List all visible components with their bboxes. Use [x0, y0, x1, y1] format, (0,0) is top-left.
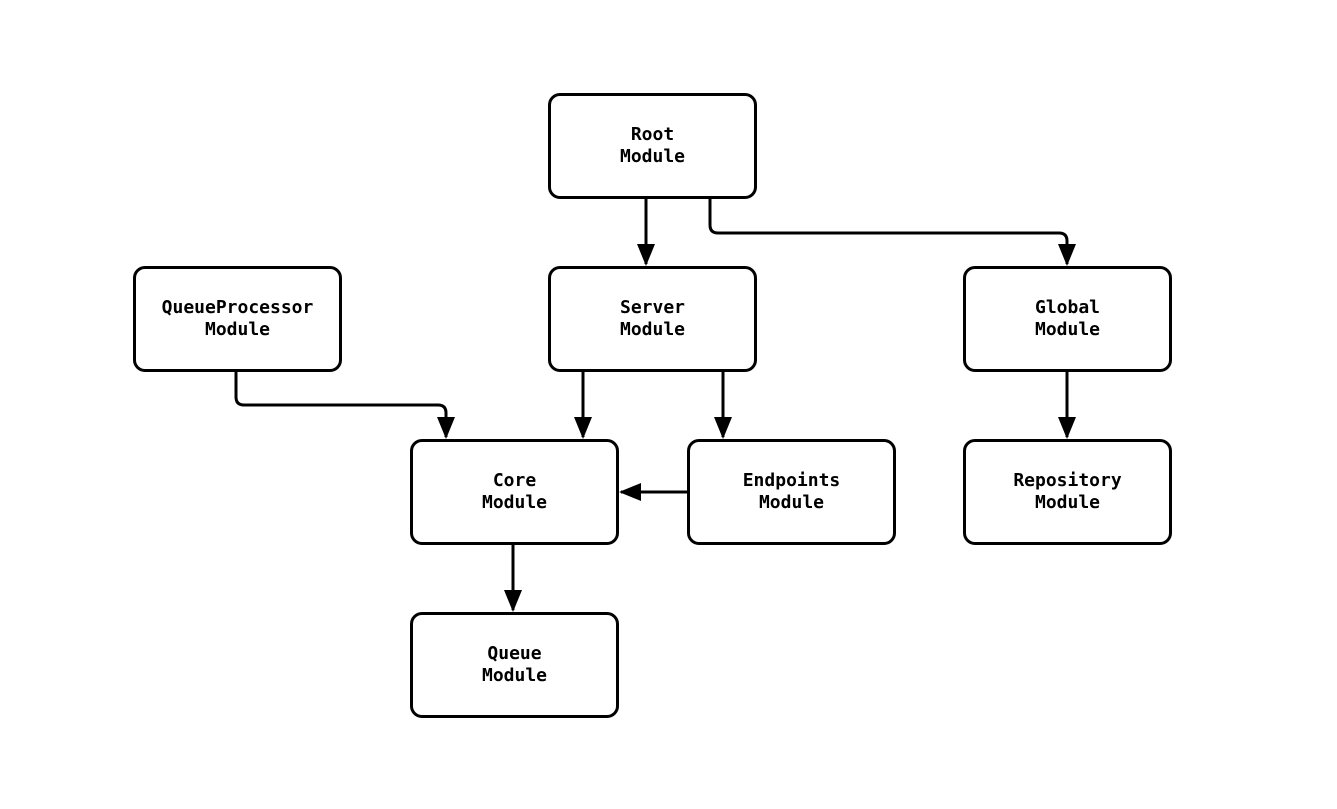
node-queueprocessor-module-label: QueueProcessor Module [161, 297, 314, 340]
node-endpoints-module-label: Endpoints Module [742, 470, 841, 513]
node-queue-module: Queue Module [410, 612, 619, 718]
node-root-module-label: Root Module [619, 124, 686, 167]
node-server-module-label: Server Module [619, 297, 686, 340]
node-repository-module: Repository Module [963, 439, 1172, 545]
node-endpoints-module: Endpoints Module [687, 439, 896, 545]
node-core-module-label: Core Module [481, 470, 548, 513]
node-queue-module-label: Queue Module [481, 643, 548, 686]
edge-root-to-global [708, 199, 1076, 266]
node-global-module-label: Global Module [1034, 297, 1101, 340]
node-repository-module-label: Repository Module [1013, 470, 1122, 513]
node-queueprocessor-module: QueueProcessor Module [133, 266, 342, 372]
node-server-module: Server Module [548, 266, 757, 372]
node-global-module: Global Module [963, 266, 1172, 372]
edge-queueprocessor-to-core [234, 372, 455, 439]
node-core-module: Core Module [410, 439, 619, 545]
node-root-module: Root Module [548, 93, 757, 199]
